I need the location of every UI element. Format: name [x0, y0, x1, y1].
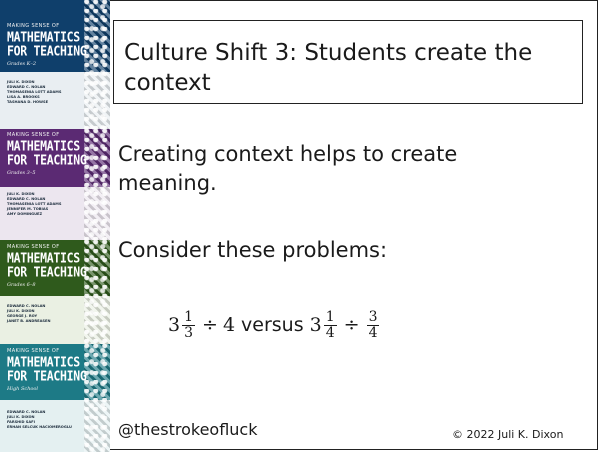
fraction-denominator: 3	[184, 324, 194, 341]
cover-title-line-2: FOR TEACHING	[7, 42, 87, 59]
cover-title-line-2: FOR TEACHING	[7, 263, 87, 280]
author: JULI K. DIXON	[7, 309, 35, 313]
cover-title-line-2: FOR TEACHING	[7, 151, 87, 168]
author: JANET B. ANDREASEN	[7, 319, 51, 323]
fraction-denominator: 4	[368, 324, 378, 341]
author: JULI K. DIXON	[7, 192, 35, 196]
slide-title-box: Culture Shift 3: Students create the con…	[113, 20, 583, 104]
author: JULI K. DIXON	[7, 415, 35, 419]
author: GEORGE J. ROY	[7, 314, 38, 318]
problem-a-fraction: 1 3	[182, 308, 196, 341]
author: EDWARD C. NOLAN	[7, 304, 46, 308]
problem-a-divisor: 4	[222, 314, 236, 336]
cover-authors: JULI K. DIXON EDWARD C. NOLAN THOMASENIA…	[7, 80, 61, 105]
cover-eyebrow: MAKING SENSE OF	[7, 244, 60, 250]
cover-grade: Grades 3–5	[7, 170, 36, 176]
copyright-notice: © 2022 Juli K. Dixon	[452, 428, 564, 441]
division-sign: ÷	[202, 314, 218, 336]
cover-eyebrow: MAKING SENSE OF	[7, 348, 60, 354]
problem-b-divisor-fraction: 3 4	[366, 308, 380, 341]
author: EDWARD C. NOLAN	[7, 410, 46, 414]
cover-title-line-2: FOR TEACHING	[7, 367, 87, 384]
cover-title-line-1: MATHEMATICS	[7, 137, 80, 154]
fraction-denominator: 4	[325, 324, 335, 341]
cover-eyebrow: MAKING SENSE OF	[7, 23, 60, 29]
cover-title-line-1: MATHEMATICS	[7, 28, 80, 45]
body-paragraph-2: Consider these problems:	[118, 238, 388, 262]
cover-texture	[84, 129, 110, 240]
author: LISA A. BROOKS	[7, 95, 40, 99]
book-cover-35: MAKING SENSE OF MATHEMATICS FOR TEACHING…	[0, 129, 110, 240]
problem-b-whole: 3	[309, 314, 322, 336]
cover-eyebrow: MAKING SENSE OF	[7, 132, 60, 138]
cover-grade: High School	[7, 386, 39, 392]
twitter-handle: @thestrokeofluck	[118, 420, 258, 439]
cover-authors: EDWARD C. NOLAN JULI K. DIXON FARSHID SA…	[7, 410, 72, 430]
body-paragraph-1: Creating context helps to create meaning…	[118, 142, 458, 195]
cover-grade: Grades K–2	[7, 61, 37, 67]
author: AMY DOMINGUEZ	[7, 212, 43, 216]
author: JENNIFER M. TOBIAS	[7, 207, 49, 211]
fraction-numerator: 1	[182, 308, 196, 326]
book-cover-68: MAKING SENSE OF MATHEMATICS FOR TEACHING…	[0, 240, 110, 344]
cover-title-line-1: MATHEMATICS	[7, 353, 80, 370]
cover-texture	[84, 344, 110, 452]
cover-texture	[84, 240, 110, 344]
author: TASHANA D. HOWSE	[7, 100, 49, 104]
book-cover-hs: MAKING SENSE OF MATHEMATICS FOR TEACHING…	[0, 344, 110, 452]
author: THOMASENIA LOTT ADAMS	[7, 202, 62, 206]
cover-texture	[84, 0, 110, 129]
cover-authors: EDWARD C. NOLAN JULI K. DIXON GEORGE J. …	[7, 304, 50, 324]
fraction-numerator: 3	[366, 308, 380, 326]
author: THOMASENIA LOTT ADAMS	[7, 90, 62, 94]
author: FARSHID SAFI	[7, 420, 35, 424]
fraction-numerator: 1	[323, 308, 337, 326]
cover-title-line-1: MATHEMATICS	[7, 249, 80, 266]
cover-authors: JULI K. DIXON EDWARD C. NOLAN THOMASENIA…	[7, 192, 61, 217]
slide-title: Culture Shift 3: Students create the con…	[124, 40, 533, 96]
author: ERHAN SELCUK HACIOMEROGLU	[7, 425, 72, 429]
book-cover-strip: MAKING SENSE OF MATHEMATICS FOR TEACHING…	[0, 0, 110, 452]
author: JULI K. DIXON	[7, 80, 35, 84]
division-sign: ÷	[343, 314, 360, 336]
author: EDWARD C. NOLAN	[7, 85, 46, 89]
problem-a-whole: 3	[168, 314, 181, 336]
problem-b-fraction: 1 4	[323, 308, 337, 341]
book-cover-k2: MAKING SENSE OF MATHEMATICS FOR TEACHING…	[0, 0, 110, 129]
author: EDWARD C. NOLAN	[7, 197, 46, 201]
versus-text: versus	[241, 314, 304, 336]
math-problems: 3 1 3 ÷ 4 versus 3 1 4 ÷ 3 4	[168, 300, 381, 350]
cover-grade: Grades 6–8	[7, 282, 36, 288]
